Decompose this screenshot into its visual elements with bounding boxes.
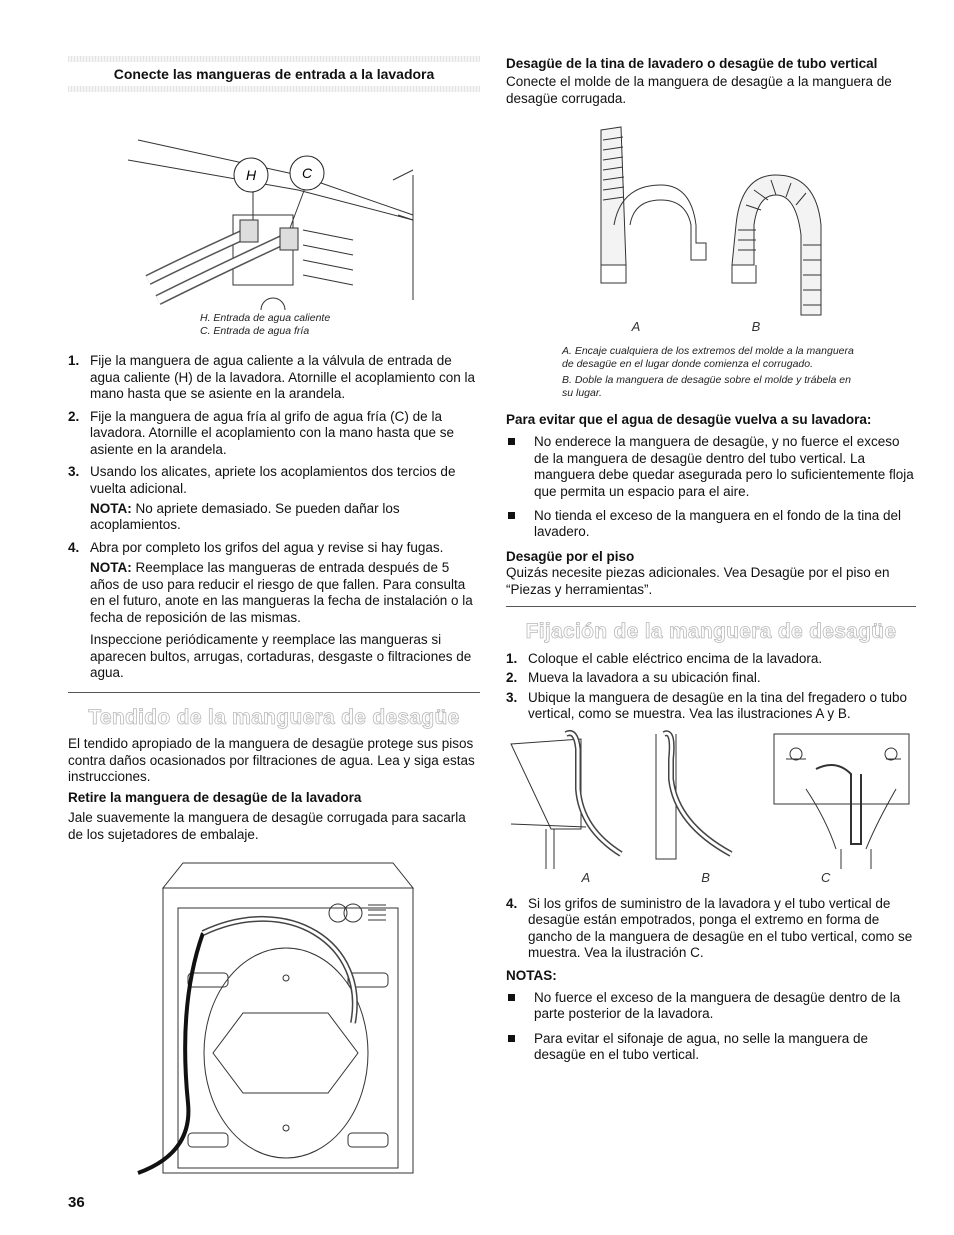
section-header-band — [68, 56, 480, 62]
label-b: B — [751, 319, 761, 335]
drain-routing-title: Tendido de la manguera de desagüe — [88, 705, 460, 729]
step-text: Fije la manguera de agua caliente a la v… — [90, 353, 475, 402]
inlet-captions: H. Entrada de agua caliente C. Entrada d… — [68, 312, 480, 337]
label-a: A — [581, 869, 591, 885]
connect-steps-cont: 4. Abra por completo los grifos del agua … — [68, 540, 480, 556]
bullet-square — [508, 994, 515, 1002]
cold-label: C — [302, 165, 313, 181]
label-c: C — [821, 869, 831, 885]
step-number: 2. — [506, 670, 518, 686]
floor-drain-text: Quizás necesite piezas adicionales. Vea … — [506, 565, 890, 597]
step-text: Abra por completo los grifos del agua y … — [90, 539, 444, 555]
caption-cold: C. Entrada de agua fría — [200, 324, 310, 337]
step-item: 2. Fije la manguera de agua fría al grifo… — [68, 409, 480, 458]
drain-hose-form-illustration — [600, 126, 822, 316]
figure-abc-labels: A B C — [526, 870, 886, 886]
step-number: 4. — [506, 895, 518, 911]
note-replace-hoses: NOTA: Reemplace las mangueras de entrada… — [68, 560, 480, 626]
remove-hose-text: Jale suavemente la manguera de desagüe c… — [68, 810, 466, 842]
step-item: 2. Mueva la lavadora a su ubicación final… — [506, 670, 916, 686]
bullet-text: No fuerce el exceso de la manguera de de… — [534, 990, 901, 1022]
form-captions: A. Encaje cualquiera de los extremos del… — [506, 345, 862, 399]
fix-hose-title: Fijación de la manguera de desagüe — [525, 620, 897, 644]
step-text: Usando los alicates, apriete los acoplam… — [90, 464, 456, 496]
note-text: No apriete demasiado. Se pueden dañar lo… — [90, 501, 400, 533]
step-number: 2. — [68, 408, 80, 424]
bullet-item: No enderece la manguera de desagüe, y no… — [506, 434, 916, 500]
bullet-square — [508, 1034, 515, 1042]
fix-steps-cont: 4. Si los grifos de suministro de la lava… — [506, 896, 916, 962]
floor-drain-title: Desagüe por el piso — [506, 548, 635, 564]
remove-hose-subtitle: Retire la manguera de desagüe de la lava… — [68, 789, 362, 805]
step-text: Mueva la lavadora a su ubicación final. — [528, 670, 761, 686]
step-number: 4. — [68, 539, 80, 555]
connect-steps: 1. Fije la manguera de agua caliente a la… — [68, 353, 480, 497]
step-number: 3. — [68, 464, 80, 480]
caption-hot: H. Entrada de agua caliente — [200, 312, 331, 325]
step-number: 3. — [506, 689, 518, 705]
note-label: NOTA: — [90, 560, 132, 576]
label-b: B — [701, 869, 710, 885]
prevent-backflow-title: Para evitar que el agua de desagüe vuelv… — [506, 411, 872, 427]
bullet-text: No enderece la manguera de desagüe, y no… — [534, 434, 914, 499]
cold-inlet-callout — [289, 155, 325, 191]
hot-label: H — [246, 167, 257, 183]
note-text: Reemplace las mangueras de entrada despu… — [90, 560, 473, 625]
tub-drain-text: Conecte el molde de la manguera de desag… — [506, 74, 892, 106]
hoses-section-title: Conecte las mangueras de entrada a la la… — [113, 66, 435, 82]
step-text: Si los grifos de suministro de la lavado… — [528, 895, 913, 961]
step-item: 3. Ubique la manguera de desagüe en la ti… — [506, 690, 916, 723]
step-number: 1. — [506, 650, 518, 666]
bullet-item: No tienda el exceso de la manguera en el… — [506, 508, 916, 541]
step-text: Coloque el cable eléctrico encima de la … — [528, 650, 823, 666]
drain-placement-illustration — [510, 729, 910, 869]
left-column: Conecte las mangueras de entrada a la la… — [68, 56, 480, 1183]
step-number: 1. — [68, 353, 80, 369]
fix-steps: 1. Coloque el cable eléctrico encima de l… — [506, 651, 916, 723]
step-text: Ubique la manguera de desagüe en la tina… — [528, 689, 908, 722]
step-item: 4. Si los grifos de suministro de la lava… — [506, 896, 916, 962]
note-overtighten: NOTA: No apriete demasiado. Se pueden da… — [68, 501, 480, 534]
page-number: 36 — [68, 1194, 85, 1211]
bullet-item: Para evitar el sifonaje de agua, no sell… — [506, 1031, 916, 1064]
step-item: 1. Fije la manguera de agua caliente a la… — [68, 353, 480, 402]
bullet-square — [508, 511, 515, 519]
step-text: Fije la manguera de agua fría al grifo d… — [90, 408, 454, 457]
note-label: NOTA: — [90, 501, 132, 517]
section-header-band — [68, 86, 480, 93]
step-item: 4. Abra por completo los grifos del agua … — [68, 540, 480, 556]
bullet-square — [508, 438, 515, 446]
bullet-text: No tienda el exceso de la manguera en el… — [534, 507, 902, 540]
drain-intro: El tendido apropiado de la manguera de d… — [68, 736, 475, 785]
step-item: 1. Coloque el cable eléctrico encima de l… — [506, 651, 916, 667]
inspect-paragraph: Inspeccione periódicamente y reemplace l… — [90, 632, 472, 681]
section-divider — [506, 606, 916, 608]
section-divider — [68, 691, 480, 693]
hot-inlet-callout — [233, 157, 269, 193]
inlet-hoses-illustration: H C — [127, 139, 414, 311]
tub-drain-title: Desagüe de la tina de lavadero o desagüe… — [506, 56, 878, 71]
caption-a: A. Encaje cualquiera de los extremos del… — [562, 345, 854, 370]
right-column: Desagüe de la tina de lavadero o desagüe… — [506, 56, 916, 1072]
notes-title: NOTAS: — [506, 967, 557, 983]
caption-b: B. Doble la manguera de desagüe sobre el… — [562, 374, 851, 400]
bullet-item: No fuerce el exceso de la manguera de de… — [506, 990, 916, 1023]
bullet-text: Para evitar el sifonaje de agua, no sell… — [534, 1030, 868, 1063]
washer-back-illustration — [137, 862, 415, 1176]
figure-ab-labels: A B — [576, 319, 816, 335]
step-item: 3. Usando los alicates, apriete los acopl… — [68, 464, 480, 497]
label-a: A — [631, 319, 641, 335]
